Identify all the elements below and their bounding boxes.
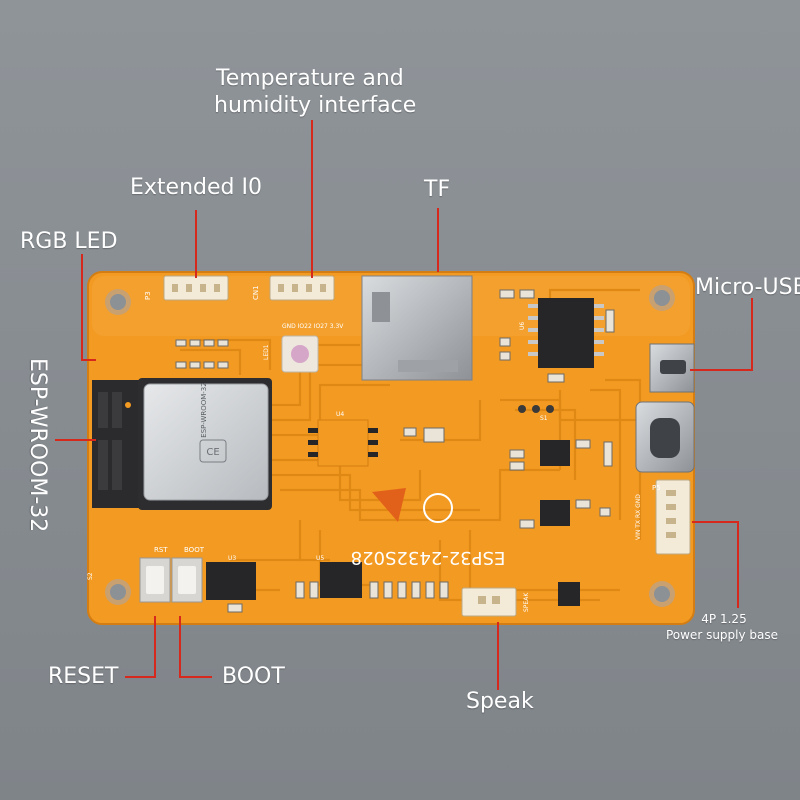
rgb-led [281,335,319,373]
silk-led1: LED1 [263,344,270,360]
transistor-u1 [540,440,570,466]
header-p5 [655,479,691,555]
transistor-u7 [540,500,570,526]
usb-c-port [635,401,695,473]
silk-boot: BOOT [184,546,205,554]
model-silkscreen: ESP32-2432S028 [351,547,506,568]
silk-cn1: CN1 [252,285,260,300]
svg-text:CE: CE [206,447,219,458]
label-boot: BOOT [222,664,285,689]
label-esp-wroom: ESP-WROOM-32 [25,358,50,533]
rohs-logo-icon [423,493,453,523]
label-temp-humidity-line2: humidity interface [214,93,417,118]
tf-card-slot [361,275,473,381]
chip-u5 [320,562,362,598]
silk-u6: U6 [519,322,526,330]
reset-button-part [139,557,171,603]
header-cn1 [269,275,335,301]
esp-wroom-32-module: ESP-WROOM-32 CE [92,378,272,510]
pointer-rgb-led [81,254,96,361]
pointer-reset [125,616,156,678]
label-speak: Speak [466,689,534,714]
silk-u3: U3 [228,555,236,562]
chip-u3 [206,562,256,600]
mounting-holes [105,285,675,607]
label-extended-io: Extended I0 [130,175,262,200]
label-temp-humidity-line1: Temperature and [216,66,404,91]
transistor-u8 [558,582,580,606]
silk-u5: U5 [316,555,324,562]
header-p3 [163,275,229,301]
silk-gnd-pins: GND IO22 IO27 3.3V [282,323,344,330]
micro-usb-port [649,343,695,393]
pcb-board: ESP-WROOM-32 CE [87,271,695,625]
silk-u4: U4 [336,411,344,418]
silk-p3: P3 [144,291,152,300]
label-rgb-led: RGB LED [20,229,118,254]
silk-speak: SPEAK [523,592,530,612]
passive-components [175,289,615,613]
boot-button-part [171,557,203,603]
pointer-lines [55,120,753,690]
pointer-power [692,521,739,608]
label-micro-usb: Micro-USB [695,275,800,300]
silk-p5-pins: VIN TX RX GND [635,494,642,540]
jumper-pads [518,405,554,413]
silk-s2: S2 [87,572,94,580]
label-power-line2: Power supply base [665,628,779,642]
chip-u6 [528,298,604,368]
label-tf: TF [424,177,451,202]
chip-u4 [308,419,378,467]
silk-s1: S1 [540,415,548,422]
pointer-micro-usb [690,298,753,371]
module-label: ESP-WROOM-32 [200,382,208,437]
maker-logo-icon [372,488,406,522]
silk-rst: RST [154,546,168,554]
header-speak [461,587,517,617]
label-reset: RESET [48,664,119,689]
pointer-boot [179,616,212,678]
label-power-line1: 4P 1.25 [701,612,747,626]
silk-p5: P5 [652,484,661,492]
